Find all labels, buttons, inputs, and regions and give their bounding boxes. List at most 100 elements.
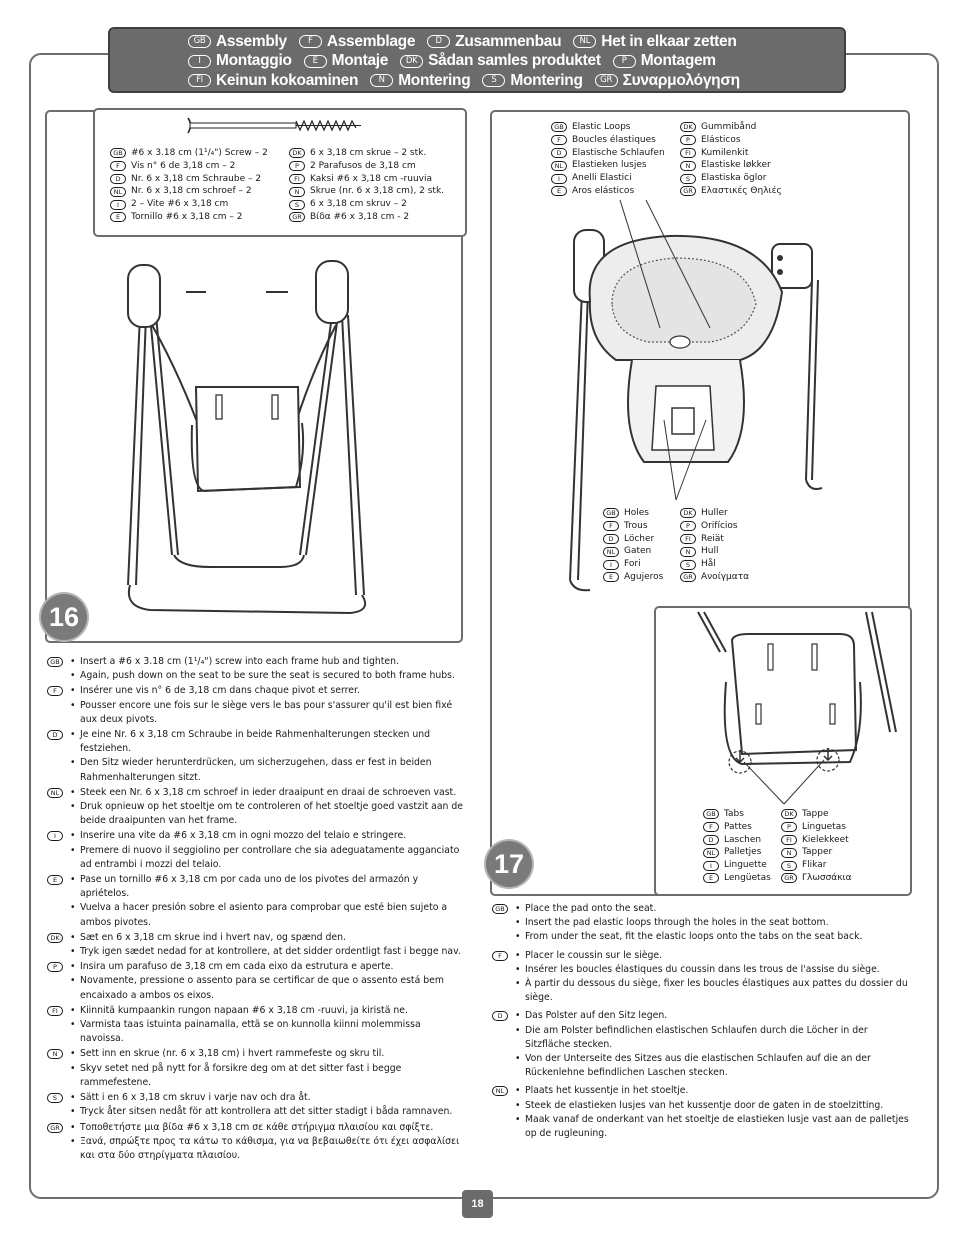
legend-text: Orifícios (701, 520, 738, 531)
language-badge: GB (492, 904, 508, 914)
language-badge: FI (680, 147, 696, 158)
language-badge: E (703, 873, 719, 884)
legend-text: Flikar (802, 860, 827, 871)
language-badge: N (370, 74, 394, 88)
screw-illustration (187, 117, 361, 134)
step-number-badge: 17 (486, 841, 532, 887)
instruction-bullet: Den Sitz wieder herunterdrücken, um sich… (70, 756, 465, 784)
instruction-bullet: Inserire una vite da #6 x 3,18 cm in ogn… (70, 829, 465, 843)
language-badge: E (303, 54, 327, 68)
header-title: Montaggio (216, 52, 292, 70)
language-badge: GB (603, 508, 619, 519)
legend-text: Linguetas (802, 821, 846, 832)
instruction-bullet: Maak vanaf de onderkant van het stoeltje… (515, 1113, 912, 1141)
instruction-block: PInsira um parafuso de 3,18 cm em cada e… (47, 960, 465, 1003)
legend-text: Elastiske løkker (701, 160, 771, 171)
legend-text: Holes (624, 508, 650, 518)
instruction-block: NSett inn en skrue (nr. 6 x 3,18 cm) i h… (47, 1047, 465, 1090)
legend-text: Tappe (802, 809, 829, 819)
language-badge: DK (680, 508, 696, 519)
language-badge: P (47, 962, 63, 973)
language-badge: F (703, 822, 719, 833)
instruction-bullet: Insert a #6 x 3.18 cm (1¹/₄") screw into… (70, 655, 455, 669)
legend-text: Gummibånd (701, 122, 757, 132)
legend-text: Vis n° 6 de 3,18 cm – 2 (131, 160, 236, 171)
instruction-bullet: Placer le coussin sur le siège. (515, 949, 912, 963)
header-title: Keinun kokoaminen (216, 71, 359, 89)
legend-text: 6 x 3,18 cm skruv – 2 (310, 199, 407, 210)
language-badge: N (289, 186, 305, 197)
instruction-bullet: Premere di nuovo il seggiolino per contr… (70, 844, 465, 872)
header-title: Assemblage (326, 32, 416, 50)
instruction-bullet: Plaats het kussentje in het stoeltje. (515, 1084, 912, 1098)
language-badge: E (603, 572, 619, 583)
instruction-bullet: Place the pad onto the seat. (515, 902, 862, 916)
legend-text: Kaksi #6 x 3,18 cm -ruuvia (310, 173, 433, 184)
legend-text: Kumilenkit (701, 147, 749, 158)
language-badge: I (188, 54, 211, 68)
instruction-block: DKSæt en 6 x 3,18 cm skrue ind i hvert n… (47, 931, 465, 959)
legend-text: Tapper (802, 847, 833, 858)
legend-text: Hål (701, 559, 716, 570)
header-title: Sådan samles produktet (428, 52, 601, 70)
instruction-block: FPlacer le coussin sur le siège.Insérer … (492, 949, 912, 1006)
language-badge: P (612, 54, 636, 68)
language-badge: NL (47, 787, 63, 798)
instruction-block: EPase un tornillo #6 x 3,18 cm por cada … (47, 873, 465, 930)
instruction-block: NLPlaats het kussentje in het stoeltje.S… (492, 1084, 912, 1141)
instruction-bullet: Varmista taas istuinta painamalla, että … (70, 1018, 465, 1046)
step17-instructions: GB Place the pad onto the seat.Insert the… (492, 902, 912, 1141)
language-badge: F (551, 135, 567, 146)
instruction-bullet: Je eine Nr. 6 x 3,18 cm Schraube in beid… (70, 728, 465, 756)
language-badge: GR (680, 186, 696, 197)
language-badge: NL (551, 160, 567, 171)
instruction-bullet: Steek de elastieken lusjes van het kusse… (515, 1099, 912, 1113)
instruction-block: GRΤοποθετήστε μια βίδα #6 x 3,18 cm σε κ… (47, 1121, 465, 1164)
language-badge: I (110, 199, 126, 210)
language-badge: GR (594, 74, 618, 88)
language-badge: N (781, 847, 797, 858)
instruction-block: IInserire una vite da #6 x 3,18 cm in og… (47, 829, 465, 872)
instruction-block: NL Steek een Nr. 6 x 3,18 cm schroef in i… (47, 786, 465, 829)
language-badge: D (492, 1011, 508, 1022)
language-badge: S (47, 1093, 63, 1104)
language-badge: E (110, 212, 126, 223)
language-badge: I (703, 860, 719, 871)
instruction-bullet: Vuelva a hacer presión sobre el asiento … (70, 901, 465, 929)
language-badge: F (298, 35, 322, 49)
language-badge: DK (680, 122, 696, 133)
legend-text: Elastieken lusjes (572, 160, 647, 171)
instruction-bullet: Skyv setet ned på nytt for å forsikre de… (70, 1062, 465, 1090)
language-badge: D (603, 533, 619, 544)
legend-text: Elastische Schlaufen (572, 147, 665, 158)
language-badge: N (680, 160, 696, 171)
legend-text: Tabs (724, 809, 744, 819)
instruction-bullet: Insert the pad elastic loops through the… (515, 916, 862, 930)
language-badge: D (47, 730, 63, 741)
language-badge: GR (680, 572, 696, 583)
instruction-block: GB Place the pad onto the seat.Insert the… (492, 902, 912, 945)
language-badge: FI (289, 173, 305, 184)
language-badge: D (551, 147, 567, 158)
instruction-block: D Je eine Nr. 6 x 3,18 cm Schraube in bei… (47, 728, 465, 785)
language-badge: GB (188, 35, 211, 49)
screw-legend-box (93, 108, 467, 237)
header-title: Montering (398, 71, 471, 89)
legend-text: Skrue (nr. 6 x 3,18 cm), 2 stk. (310, 186, 445, 197)
instruction-bullet: Das Polster auf den Sitz legen. (515, 1009, 912, 1023)
language-badge: FI (680, 533, 696, 544)
seat-back-tabs-illustration (697, 611, 897, 805)
legend-text: Reiät (701, 533, 724, 544)
language-badge: F (492, 950, 508, 961)
language-badge: NL (703, 847, 719, 858)
instruction-bullet: Steek een Nr. 6 x 3,18 cm schroef in ied… (70, 786, 465, 800)
language-badge: FI (47, 1005, 63, 1016)
instruction-bullet: Sæt en 6 x 3,18 cm skrue ind i hvert nav… (70, 931, 461, 945)
legend-text: Tornillo #6 x 3,18 cm – 2 (131, 211, 243, 222)
legend-text: #6 x 3.18 cm (1¹/₄") Screw – 2 (131, 148, 268, 158)
legend-text: Elásticos (701, 134, 741, 145)
